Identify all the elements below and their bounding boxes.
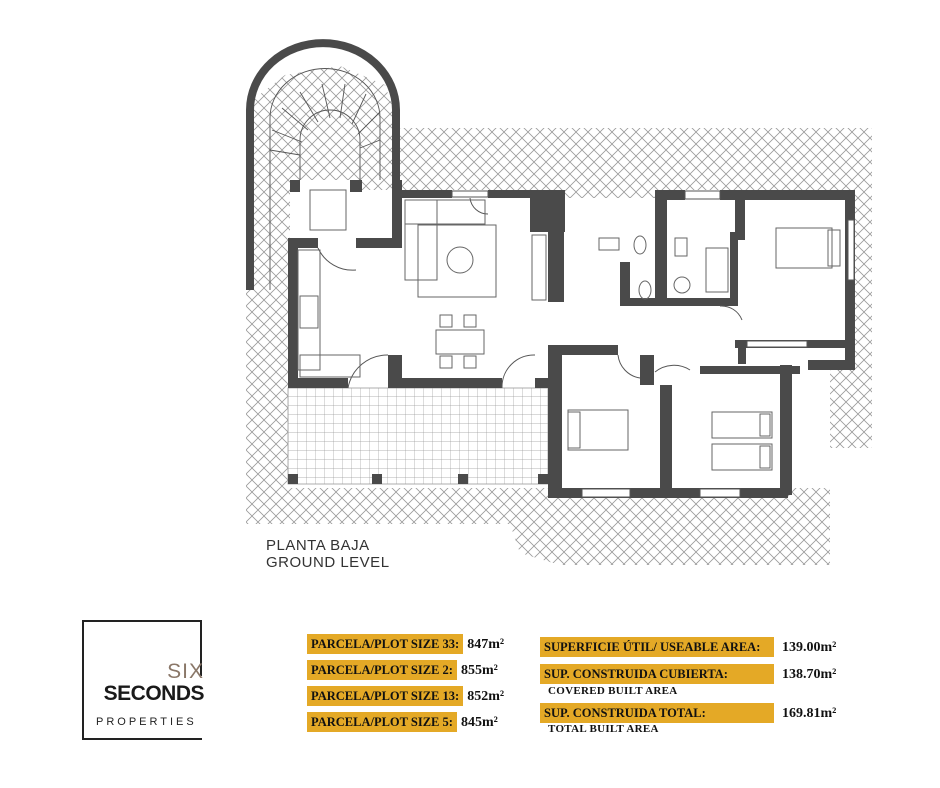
logo-frame-bottom bbox=[82, 738, 202, 740]
plot-size-value: 845m² bbox=[460, 715, 498, 730]
porch-columns bbox=[288, 474, 548, 484]
area-row-total: SUP. CONSTRUIDA TOTAL: 169.81m² bbox=[540, 703, 836, 723]
plot-size-row: PARCELA/PLOT SIZE 5: 845m² bbox=[307, 712, 498, 732]
area-label: SUP. CONSTRUIDA TOTAL: bbox=[540, 703, 774, 723]
plot-size-row: PARCELA/PLOT SIZE 33: 847m² bbox=[307, 634, 504, 654]
porch-tiles bbox=[287, 387, 549, 485]
logo-seconds: SECONDS bbox=[103, 682, 205, 705]
furniture bbox=[297, 189, 841, 471]
plot-size-label: PARCELA/PLOT SIZE 13: bbox=[307, 686, 464, 706]
level-title-en: GROUND LEVEL bbox=[266, 554, 390, 571]
door-swings bbox=[317, 197, 743, 389]
plot-size-label: PARCELA/PLOT SIZE 5: bbox=[307, 712, 457, 732]
plot-size-value: 855m² bbox=[460, 663, 498, 678]
logo-six: SIX bbox=[167, 660, 204, 683]
level-title-es: PLANTA BAJA bbox=[266, 537, 370, 554]
area-value: 138.70m² bbox=[782, 667, 837, 682]
logo-frame-top bbox=[82, 620, 202, 622]
plot-size-value: 852m² bbox=[467, 689, 505, 704]
area-row-useable: SUPERFICIE ÚTIL/ USEABLE AREA: 139.00m² bbox=[540, 637, 836, 657]
area-label: SUPERFICIE ÚTIL/ USEABLE AREA: bbox=[540, 637, 774, 657]
plot-size-label: PARCELA/PLOT SIZE 33: bbox=[307, 634, 464, 654]
area-row-covered: SUP. CONSTRUIDA CUBIERTA: 138.70m² bbox=[540, 664, 836, 684]
plot-size-value: 847m² bbox=[467, 637, 505, 652]
floor-plan bbox=[246, 39, 872, 565]
garden-hatch bbox=[246, 66, 872, 565]
area-value: 169.81m² bbox=[782, 706, 837, 721]
spiral-staircase bbox=[246, 39, 400, 290]
area-sublabel: TOTAL BUILT AREA bbox=[548, 723, 659, 735]
logo-properties: PROPERTIES bbox=[96, 716, 197, 728]
logo-frame-left bbox=[82, 620, 84, 740]
logo-frame-right bbox=[200, 620, 202, 676]
brand-logo: SIX SECONDS PROPERTIES bbox=[82, 620, 206, 740]
plot-size-label: PARCELA/PLOT SIZE 2: bbox=[307, 660, 457, 680]
area-label: SUP. CONSTRUIDA CUBIERTA: bbox=[540, 664, 774, 684]
plot-size-row: PARCELA/PLOT SIZE 2: 855m² bbox=[307, 660, 498, 680]
level-caption: PLANTA BAJA GROUND LEVEL bbox=[266, 537, 390, 571]
area-value: 139.00m² bbox=[782, 640, 837, 655]
area-sublabel: COVERED BUILT AREA bbox=[548, 685, 678, 697]
plot-size-row: PARCELA/PLOT SIZE 13: 852m² bbox=[307, 686, 504, 706]
windows bbox=[451, 190, 855, 498]
